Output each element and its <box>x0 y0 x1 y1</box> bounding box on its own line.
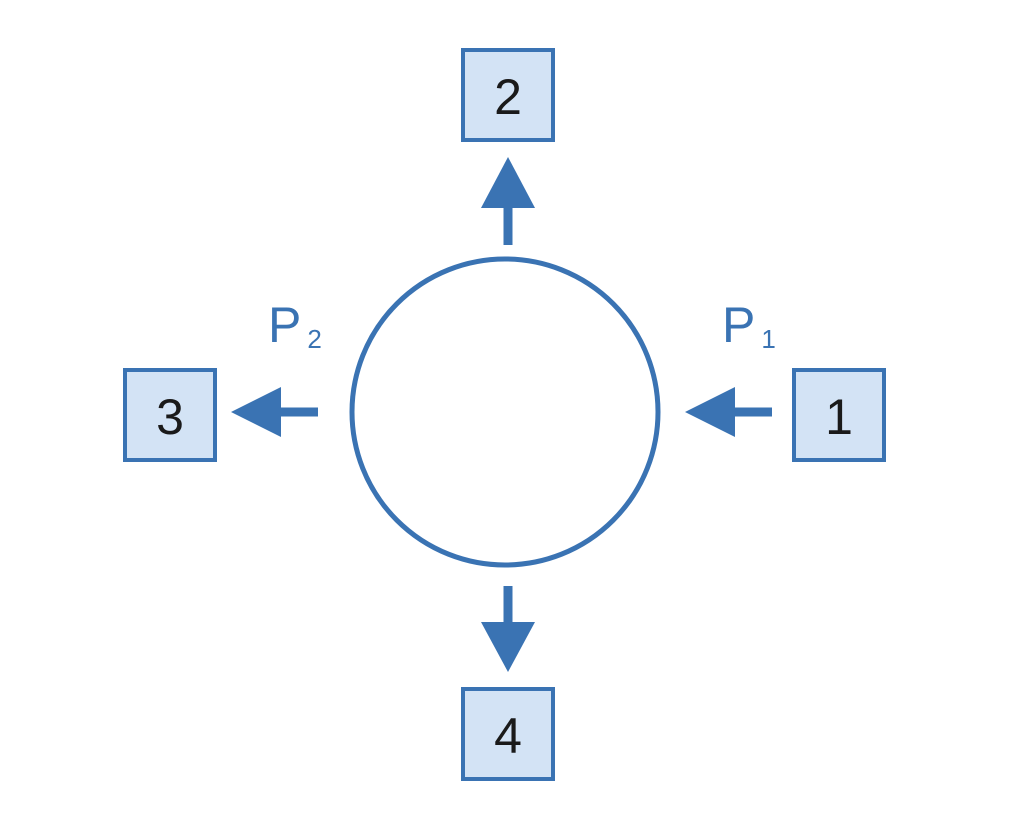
port-1-box <box>792 368 886 462</box>
port-1: 1 <box>792 368 886 462</box>
port-4: 4 <box>461 687 555 781</box>
arrow-to-port-2-head <box>481 157 535 208</box>
port-1-label: 1 <box>825 389 853 445</box>
arrow-from-port-1-head <box>685 387 735 437</box>
port-2: 2 <box>461 48 555 142</box>
port-2-label: 2 <box>494 69 522 125</box>
port-3: 3 <box>123 368 217 462</box>
p1-subscript: 1 <box>761 324 775 354</box>
arrow-to-port-4 <box>481 586 535 672</box>
arrow-to-port-3 <box>231 387 318 437</box>
center-circle <box>349 256 661 568</box>
arrow-from-port-1 <box>685 387 772 437</box>
p2-subscript: 2 <box>307 324 321 354</box>
port-4-box <box>461 687 555 781</box>
p2-letter: P <box>268 297 301 353</box>
port-3-box <box>123 368 217 462</box>
arrow-to-port-2 <box>481 157 535 245</box>
port-4-label: 4 <box>494 708 522 764</box>
p1-letter: P <box>722 297 755 353</box>
arrow-to-port-4-head <box>481 622 535 672</box>
arrow-to-port-3-head <box>231 387 281 437</box>
port-2-box <box>461 48 555 142</box>
port-3-label: 3 <box>156 389 184 445</box>
